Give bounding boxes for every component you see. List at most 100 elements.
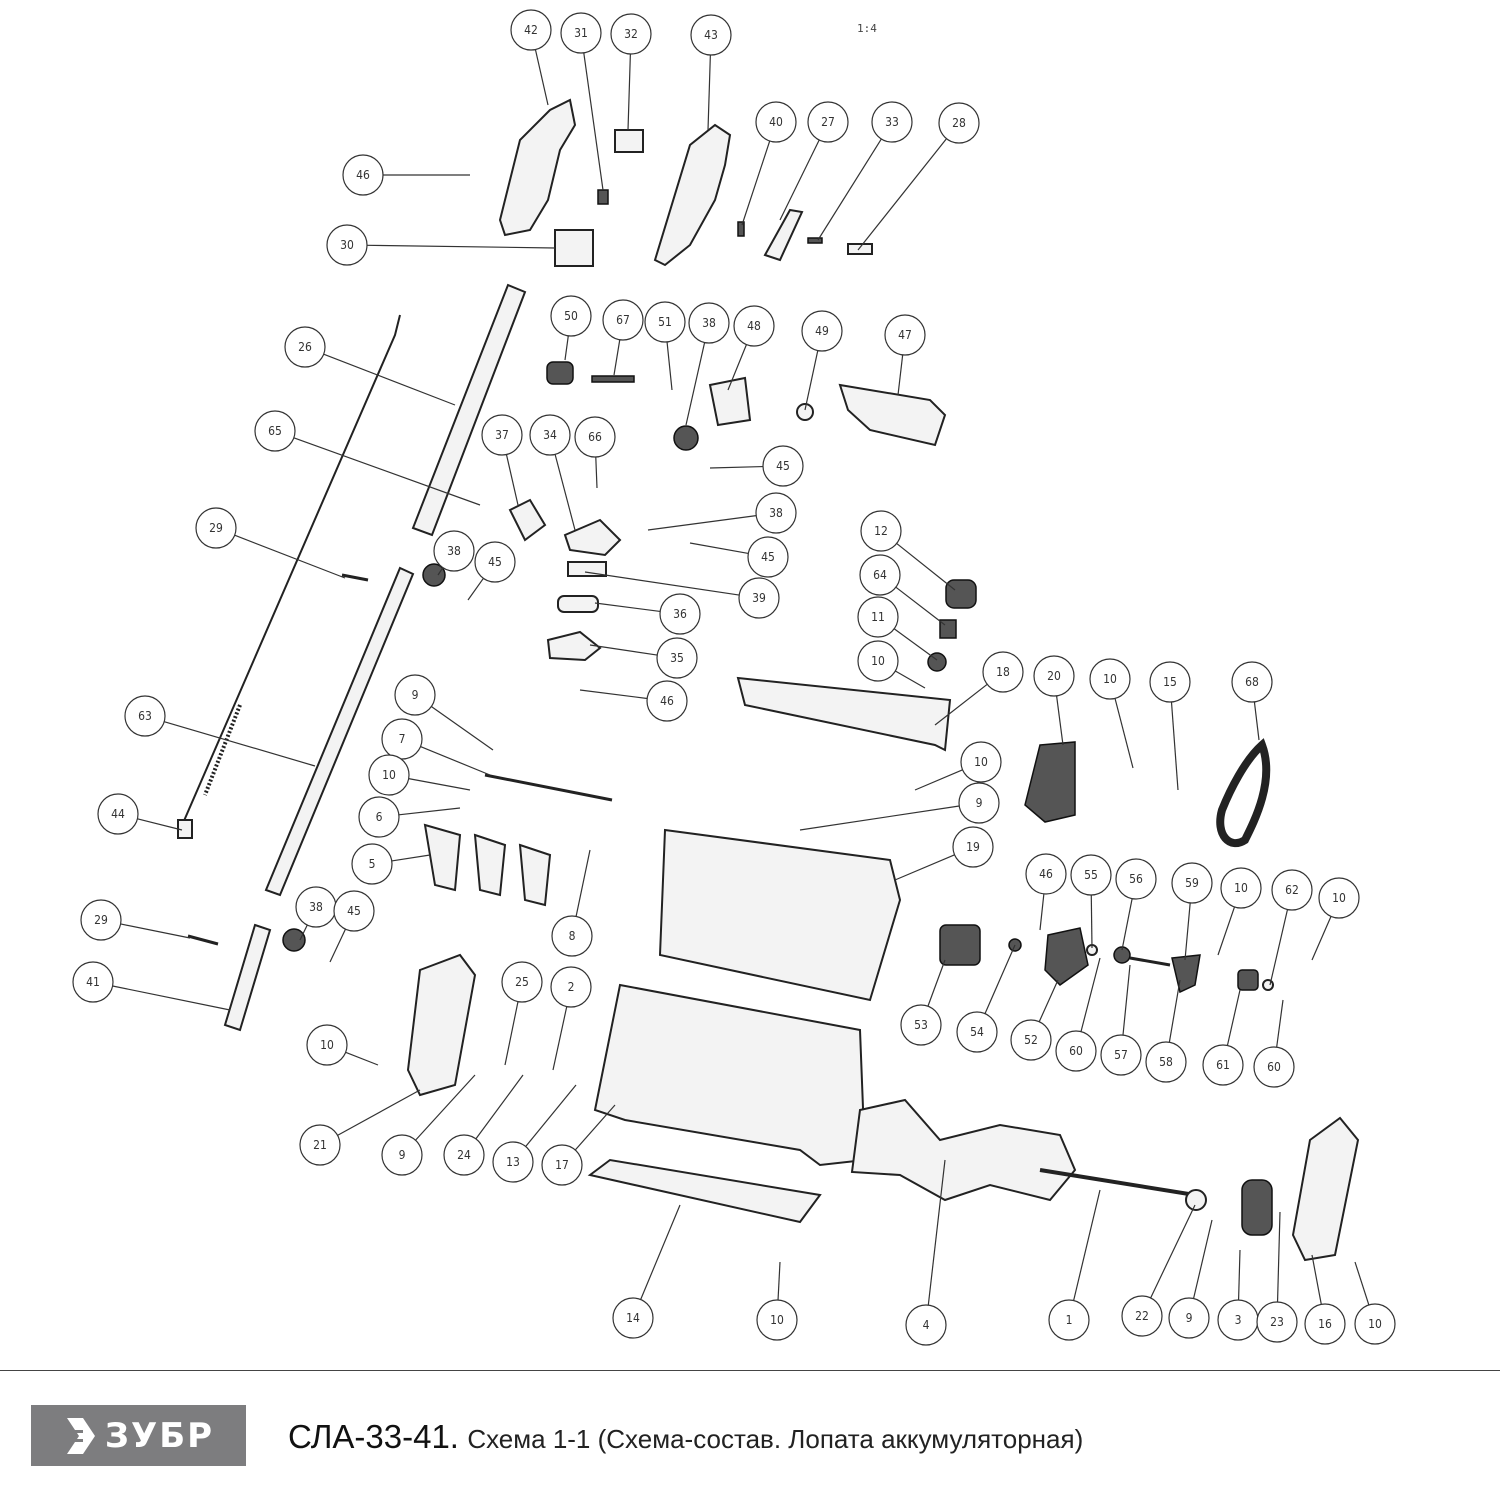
callout-number: 45 — [761, 550, 775, 564]
switch-block — [614, 129, 644, 153]
scraper-1 — [423, 823, 462, 892]
callout-57: 57 — [1100, 964, 1142, 1076]
body-17 — [593, 983, 867, 1167]
leader-line — [589, 644, 658, 656]
gear-cover-52 — [1044, 927, 1089, 986]
callout-number: 24 — [457, 1148, 471, 1162]
callout-number: 39 — [752, 591, 766, 605]
callout-number: 41 — [86, 975, 100, 989]
callout-circle — [801, 310, 843, 352]
callout-number: 58 — [1159, 1055, 1173, 1069]
callout-21: 21 — [299, 1089, 421, 1166]
callout-35: 35 — [589, 637, 698, 679]
callout-25: 25 — [501, 961, 543, 1066]
leader-line — [707, 54, 711, 131]
bolt-29-top — [341, 573, 369, 582]
callout-circle — [958, 782, 1000, 824]
callout-circle — [860, 510, 902, 552]
callout-53: 53 — [900, 959, 946, 1046]
leader-line — [1150, 1204, 1196, 1299]
callout-number: 54 — [970, 1025, 984, 1039]
callout-circle — [284, 326, 326, 368]
callout-number: 16 — [1318, 1317, 1332, 1331]
callout-circle — [342, 154, 384, 196]
callout-15: 15 — [1149, 661, 1191, 791]
callout-circle — [492, 1141, 534, 1183]
lower-tube — [264, 566, 415, 897]
callout-number: 21 — [313, 1138, 327, 1152]
callout-circle — [900, 1004, 942, 1046]
callout-number: 46 — [1039, 867, 1053, 881]
knob-38 — [673, 425, 699, 451]
callout-8: 8 — [551, 849, 593, 957]
bottom-connector — [223, 923, 272, 1032]
leader-line — [398, 807, 461, 816]
callout-circle — [124, 695, 166, 737]
callout-circle — [1253, 1046, 1295, 1088]
leader-line — [112, 985, 231, 1011]
callout-number: 45 — [347, 904, 361, 918]
leader-line — [727, 344, 748, 391]
callout-28: 28 — [857, 102, 980, 251]
callout-number: 62 — [1285, 883, 1299, 897]
leader-line — [895, 586, 946, 626]
callout-circle — [299, 1124, 341, 1166]
callout-17: 17 — [541, 1104, 616, 1186]
callout-18: 18 — [934, 651, 1024, 726]
callout-circle — [1010, 1019, 1052, 1061]
switch-housing-34 — [563, 518, 622, 557]
leader-line — [391, 854, 431, 862]
callout-46: 46 — [342, 154, 470, 196]
callout-5: 5 — [351, 843, 431, 885]
callout-number: 1 — [1066, 1313, 1073, 1327]
leader-line — [1073, 1189, 1101, 1301]
callout-number: 59 — [1185, 876, 1199, 890]
leader-line — [1311, 916, 1332, 961]
leader-line — [1253, 701, 1260, 741]
leader-line — [583, 52, 604, 191]
callout-circle — [602, 299, 644, 341]
callout-number: 10 — [871, 654, 885, 668]
callout-circle — [1115, 858, 1157, 900]
callout-60: 60 — [1253, 999, 1295, 1088]
spring-40 — [737, 221, 745, 237]
leader-line — [1038, 979, 1059, 1023]
callout-number: 9 — [412, 688, 419, 702]
callout-43: 43 — [690, 14, 732, 131]
callout-10: 10 — [1354, 1261, 1396, 1345]
callout-20: 20 — [1033, 655, 1075, 746]
callout-46: 46 — [579, 680, 688, 722]
callout-circle — [733, 305, 775, 347]
callout-circle — [97, 793, 139, 835]
callout-number: 23 — [1270, 1315, 1284, 1329]
callout-circle — [646, 680, 688, 722]
callout-number: 46 — [356, 168, 370, 182]
lock-button — [847, 243, 873, 255]
callout-circle — [1033, 655, 1075, 697]
leader-line — [741, 140, 771, 226]
leader-line — [234, 534, 346, 579]
callout-number: 10 — [1332, 891, 1346, 905]
callout-14: 14 — [612, 1204, 681, 1339]
callout-59: 59 — [1171, 862, 1213, 961]
callout-number: 26 — [298, 340, 312, 354]
callout-number: 10 — [1234, 881, 1248, 895]
callout-circle — [612, 1297, 654, 1339]
callout-65: 65 — [254, 410, 481, 506]
callout-circle — [938, 102, 980, 144]
callout-32: 32 — [610, 13, 652, 131]
callout-number: 27 — [821, 115, 835, 129]
pulley-61 — [1237, 969, 1259, 991]
callout-number: 42 — [524, 23, 538, 37]
callout-circle — [871, 101, 913, 143]
scraper-bar-14 — [587, 1158, 822, 1224]
callout-7: 7 — [381, 718, 491, 776]
callout-circle — [1055, 1030, 1097, 1072]
callout-38: 38 — [647, 492, 797, 534]
callout-number: 55 — [1084, 868, 1098, 882]
callout-number: 40 — [769, 115, 783, 129]
callout-circle — [644, 301, 686, 343]
callout-36: 36 — [594, 593, 701, 635]
callout-circle — [510, 9, 552, 51]
chute-18 — [736, 676, 952, 752]
